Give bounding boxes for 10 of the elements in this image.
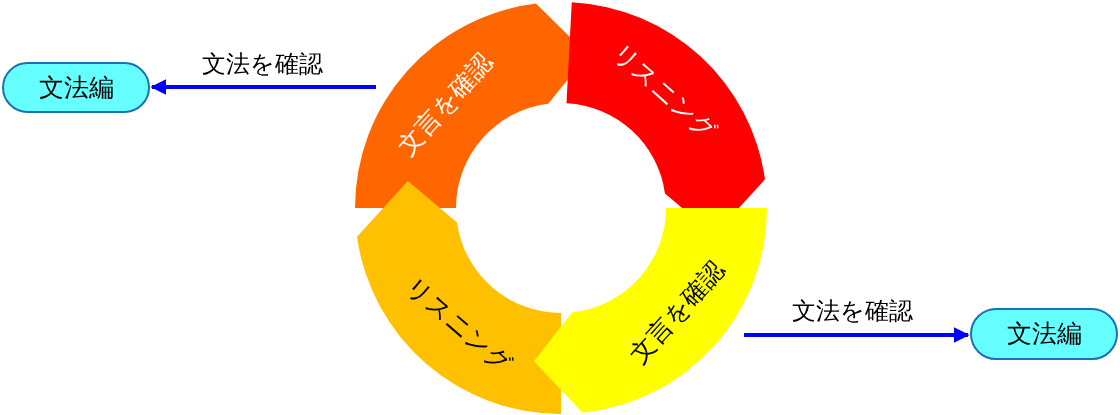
rounded-box: 文法編 <box>970 308 1118 360</box>
edge-label: 文法を確認 <box>201 52 323 76</box>
segment-label: リスニング <box>608 39 722 146</box>
segment-label: 文言を確認 <box>625 256 728 368</box>
rounded-box: 文法編 <box>2 62 150 113</box>
edge-label: 文法を確認 <box>791 299 913 323</box>
segment-label: 文言を確認 <box>394 48 497 160</box>
segment-label: リスニング <box>401 273 517 378</box>
arrow <box>150 79 376 95</box>
arrow <box>744 327 970 343</box>
